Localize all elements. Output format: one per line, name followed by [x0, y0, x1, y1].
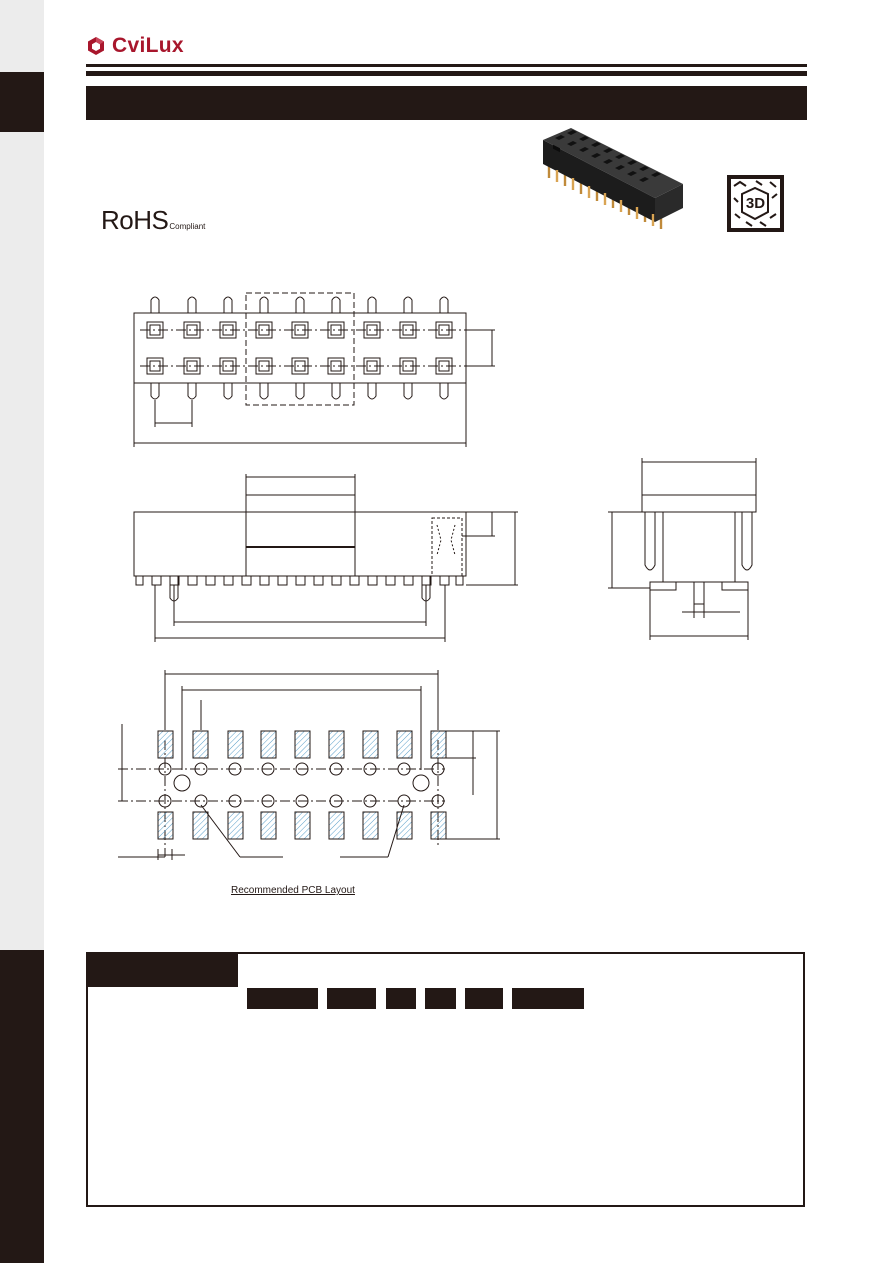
pcb-layout-caption: Recommended PCB Layout	[231, 885, 355, 896]
product-photo	[543, 128, 683, 229]
side-band-middle	[0, 132, 44, 950]
side-view	[608, 458, 757, 640]
hexagon-logo-icon	[88, 37, 104, 55]
part-code-box-1	[247, 988, 318, 1009]
header-rule-thick	[86, 71, 807, 76]
pcb-layout-view	[118, 670, 500, 860]
ordering-info-frame	[86, 952, 805, 1207]
side-section-tab	[0, 72, 44, 132]
brand-logo: CviLux	[86, 34, 184, 58]
rohs-label: RoHS	[101, 205, 169, 235]
ordering-info-tab	[86, 952, 238, 987]
rohs-compliant-label: Compliant	[169, 222, 206, 231]
front-view	[133, 474, 518, 642]
svg-text:3D: 3D	[746, 195, 765, 212]
3d-model-icon[interactable]: 3D	[726, 174, 785, 233]
title-bar	[86, 86, 807, 120]
header-rule-thin	[86, 64, 807, 67]
part-code-box-3	[386, 988, 416, 1009]
side-section-tab-bottom	[0, 950, 44, 1263]
side-band-top	[0, 0, 44, 72]
part-code-box-2	[327, 988, 376, 1009]
brand-name: CviLux	[112, 34, 184, 57]
part-code-box-6	[512, 988, 584, 1009]
top-view	[133, 292, 495, 447]
part-code-box-5	[465, 988, 503, 1009]
rohs-badge: RoHSCompliant	[101, 205, 205, 236]
part-code-box-4	[425, 988, 456, 1009]
